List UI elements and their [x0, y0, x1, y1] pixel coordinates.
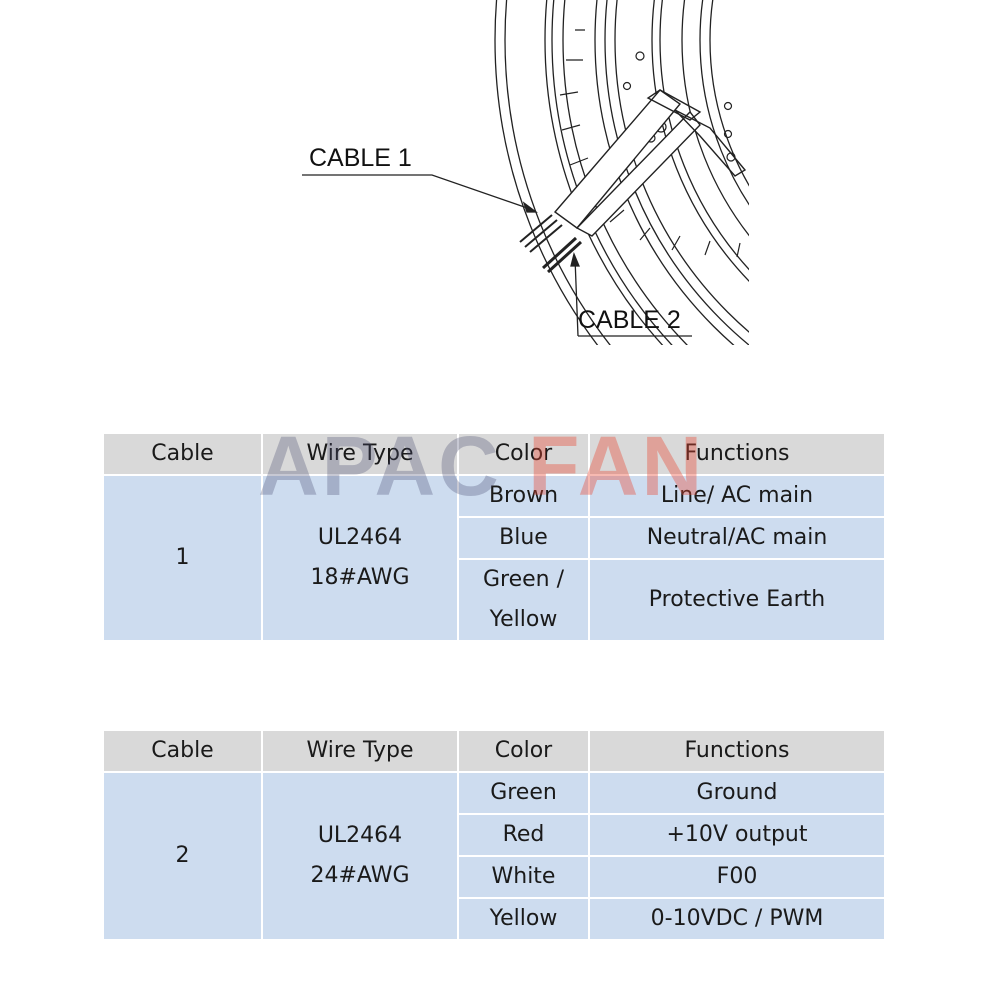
wire-function: Neutral/AC main — [588, 516, 886, 560]
wire-type-cell: UL2464 18#AWG — [261, 474, 459, 642]
wire-color: Yellow — [457, 897, 590, 941]
wire-function: F00 — [588, 855, 886, 899]
table-header-row: Cable Wire Type Color Functions — [102, 432, 886, 476]
wire-color: Brown — [457, 474, 590, 518]
cable-2-callout: CABLE 2 — [578, 306, 681, 334]
wire-function: Line/ AC main — [588, 474, 886, 518]
wire-type-line: 24#AWG — [310, 863, 410, 888]
wire-color-line: Green / — [482, 567, 565, 592]
wire-type-cell: UL2464 24#AWG — [261, 771, 459, 941]
cable-number: 1 — [102, 474, 263, 642]
wire-color: Green / Yellow — [457, 558, 590, 642]
header-cable: Cable — [102, 729, 263, 773]
wire-function: Protective Earth — [588, 558, 886, 642]
wire-color: Blue — [457, 516, 590, 560]
header-cable: Cable — [102, 432, 263, 476]
wire-type-line: UL2464 — [317, 823, 403, 848]
wire-function: 0-10VDC / PWM — [588, 897, 886, 941]
fan-cable-drawing: CABLE 1 CABLE 2 — [302, 0, 749, 345]
cable-number: 2 — [102, 771, 263, 941]
header-wire-type: Wire Type — [261, 729, 459, 773]
fan-outline — [494, 0, 749, 345]
wire-function: Ground — [588, 771, 886, 815]
wire-color: Green — [457, 771, 590, 815]
table-row: 1 UL2464 18#AWG Brown Line/ AC main — [102, 474, 886, 642]
table-row: Blue Neutral/AC main — [103, 516, 886, 560]
wire-color-line: Yellow — [489, 607, 558, 632]
header-wire-type: Wire Type — [261, 432, 459, 476]
cable-1-callout: CABLE 1 — [309, 144, 412, 172]
header-functions: Functions — [588, 432, 886, 476]
cable-2-table: Cable Wire Type Color Functions 2 UL2464… — [102, 729, 886, 941]
wire-type-line: 18#AWG — [310, 565, 410, 590]
header-color: Color — [457, 432, 590, 476]
wire-type-line: UL2464 — [317, 525, 403, 550]
cable-1-table: Cable Wire Type Color Functions 1 UL2464… — [102, 432, 886, 642]
table-row: Yellow 0-10VDC / PWM — [103, 897, 886, 941]
header-color: Color — [457, 729, 590, 773]
leader-lines — [302, 174, 692, 337]
table-row: 2 UL2464 24#AWG Green Ground — [102, 771, 886, 941]
wire-function: +10V output — [588, 813, 886, 857]
table-header-row: Cable Wire Type Color Functions — [102, 729, 886, 773]
table-row: Red +10V output — [103, 813, 886, 857]
vent-slots — [559, 29, 741, 258]
cable-bracket — [553, 89, 747, 237]
cable-wires — [519, 214, 583, 274]
wire-color: White — [457, 855, 590, 899]
table-row: White F00 — [103, 855, 886, 899]
header-functions: Functions — [588, 729, 886, 773]
wire-color: Red — [457, 813, 590, 857]
